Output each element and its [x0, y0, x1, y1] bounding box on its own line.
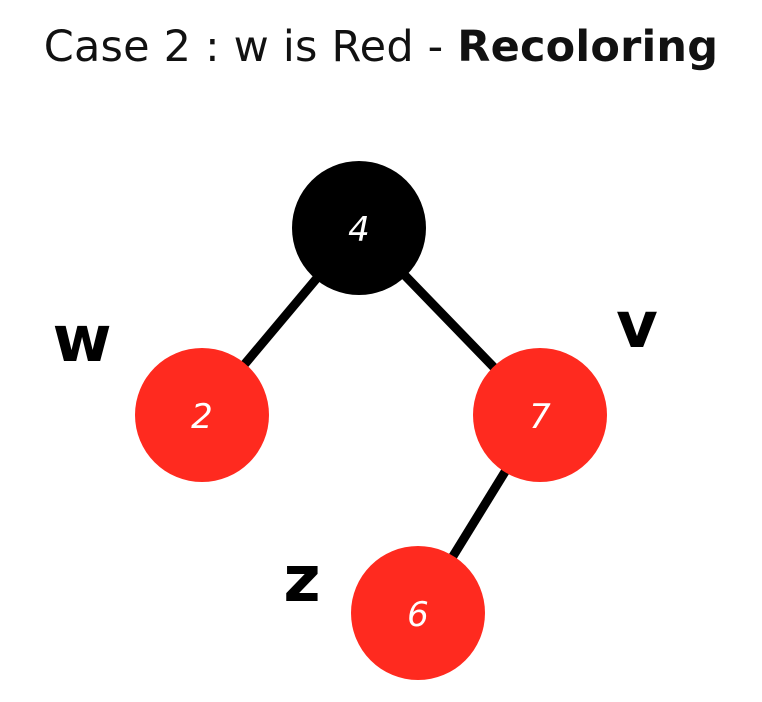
node-key-6: 6 [407, 595, 429, 635]
node-circle-7 [473, 348, 607, 482]
slide-title: Case 2 : w is Red - Recoloring [0, 22, 762, 72]
title-emphasis: Recoloring [457, 22, 719, 72]
node-circle-4 [292, 161, 426, 295]
tree-node-2: 2 [135, 348, 269, 482]
node-label-w: w [52, 303, 111, 377]
tree-node-4: 4 [292, 161, 426, 295]
tree-nodes: 4 2 7 6 [135, 161, 607, 680]
node-key-2: 2 [191, 397, 213, 437]
node-label-v: v [616, 289, 658, 363]
node-key-7: 7 [529, 397, 551, 437]
node-key-4: 4 [348, 210, 370, 250]
tree-node-6: 6 [351, 546, 485, 680]
node-circle-6 [351, 546, 485, 680]
tree-node-7: 7 [473, 348, 607, 482]
title-prefix: Case 2 : w is Red - [43, 22, 458, 72]
node-circle-2 [135, 348, 269, 482]
tree-node-labels: w v z [52, 289, 657, 617]
node-label-z: z [283, 543, 320, 617]
